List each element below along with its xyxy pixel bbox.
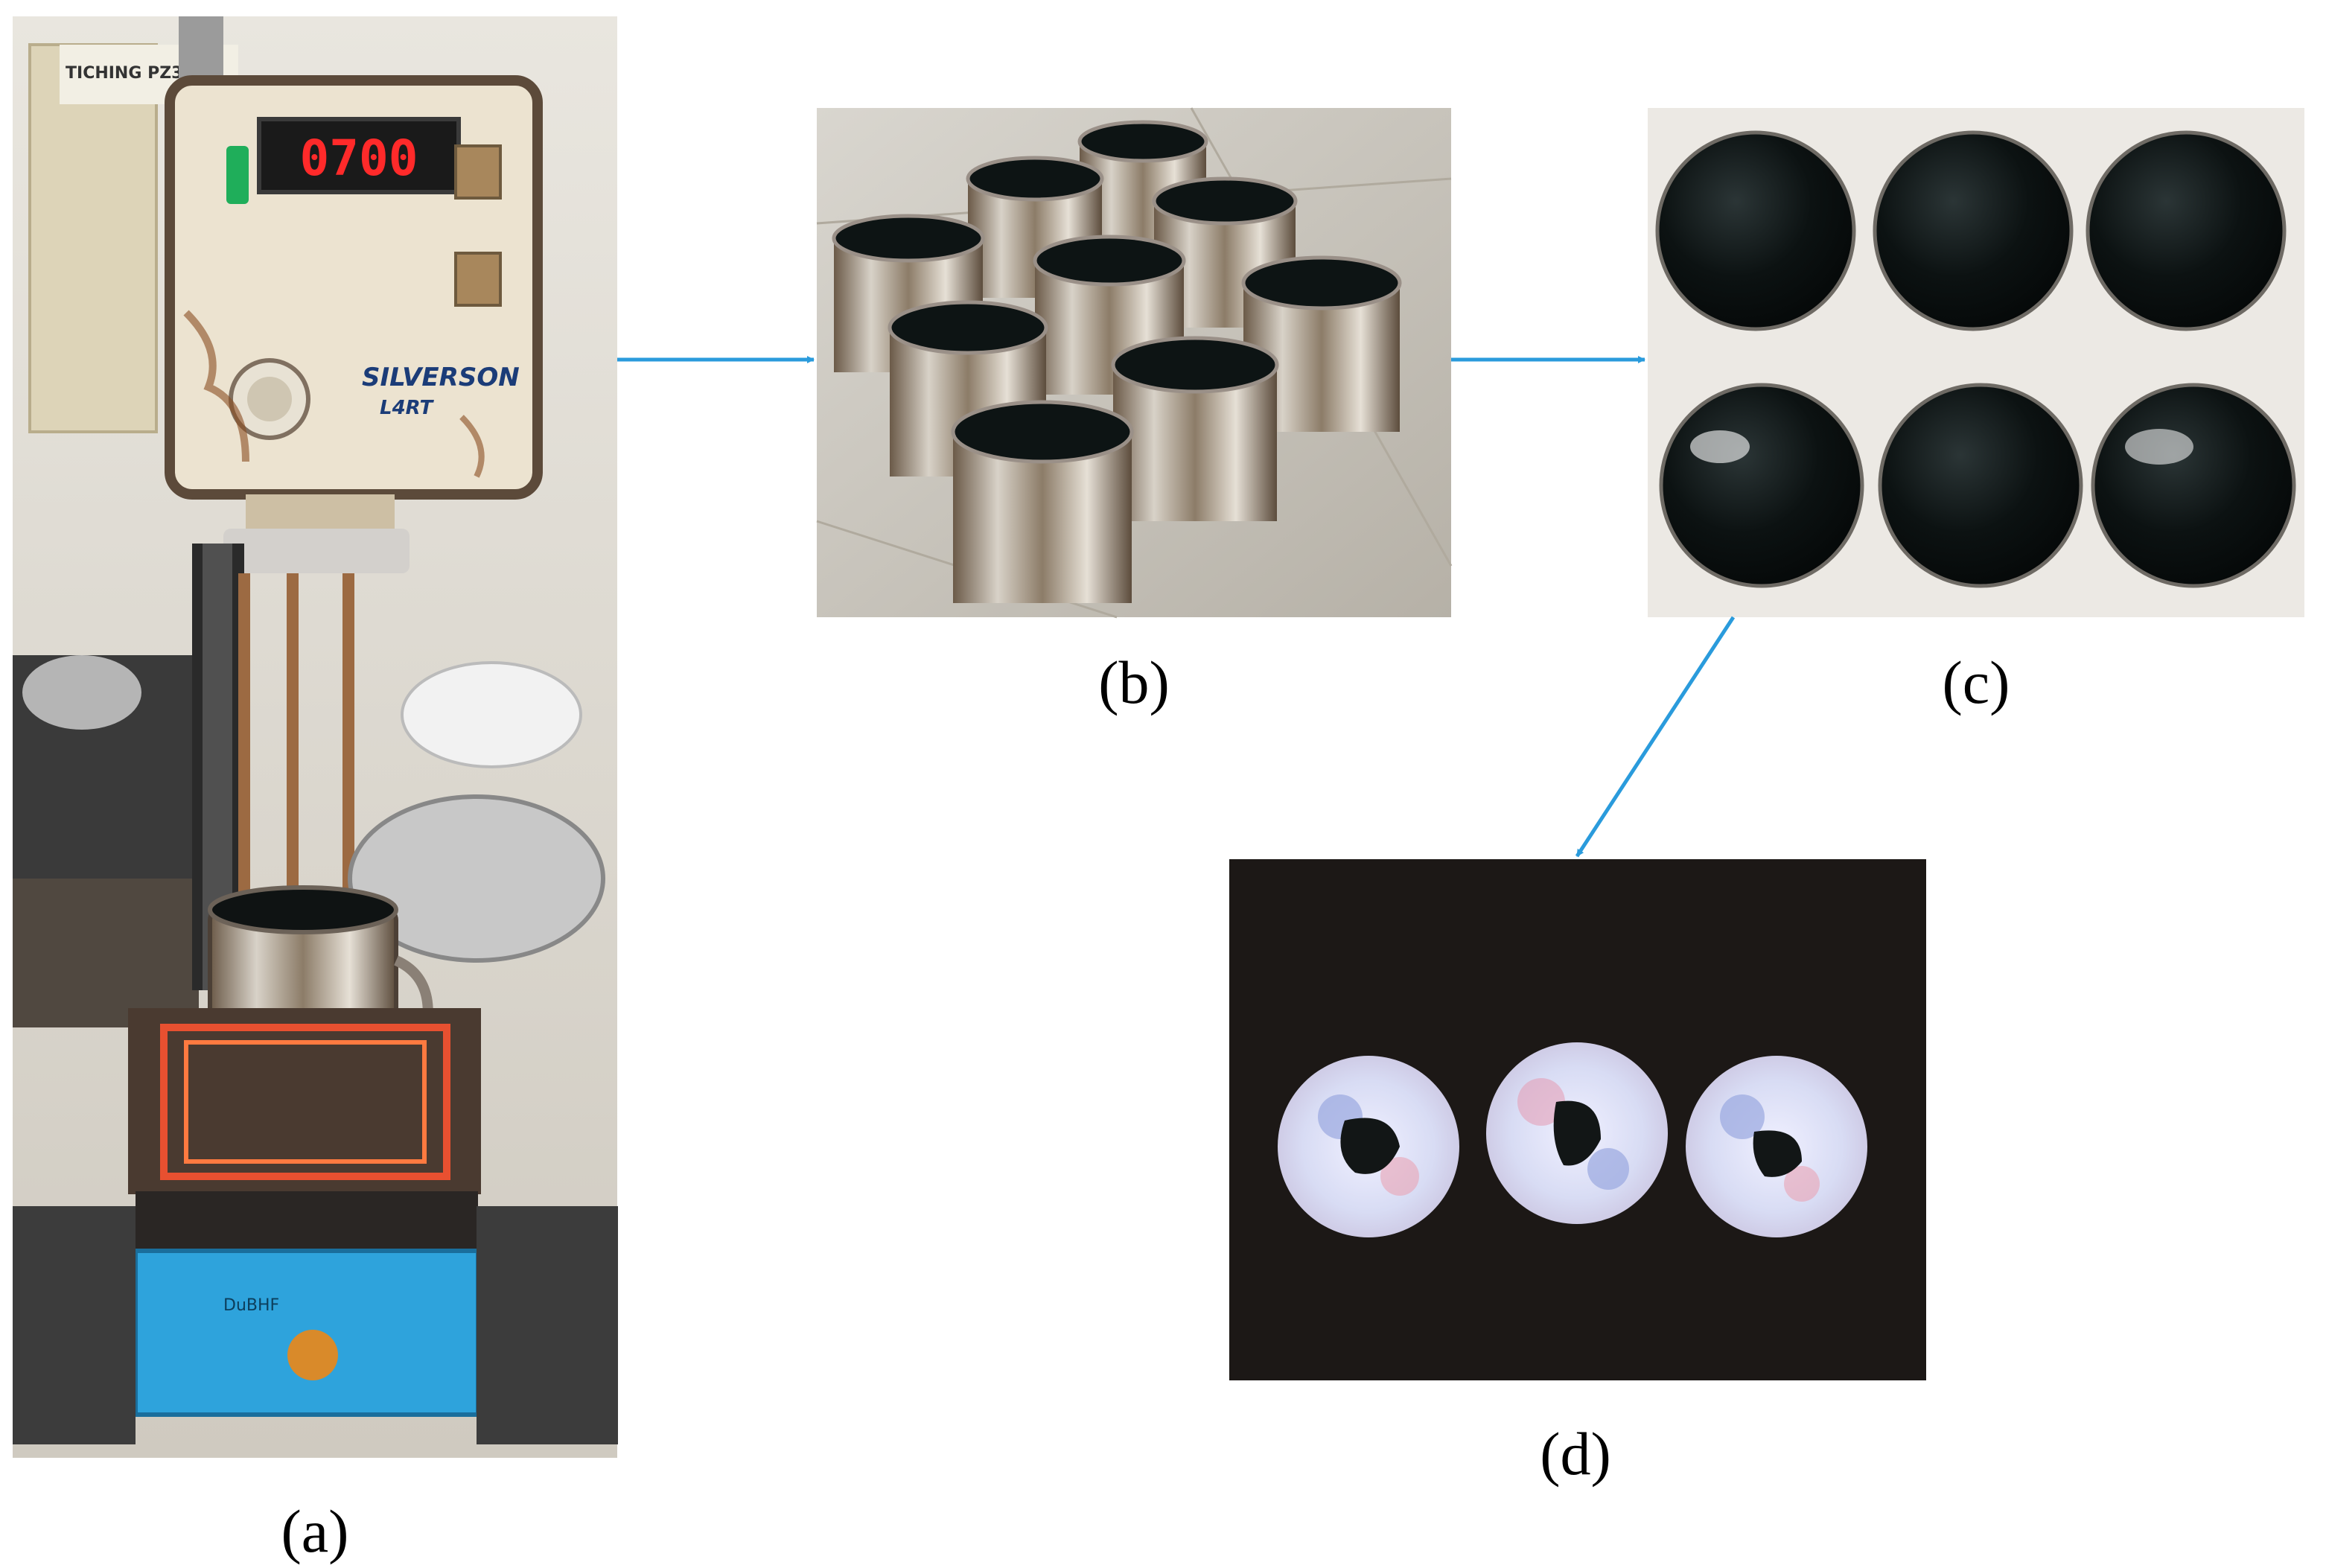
caption-d: (d) xyxy=(1540,1420,1611,1488)
rpm-display: 0700 xyxy=(300,130,418,187)
bitumen-sample-disc xyxy=(2086,130,2287,331)
bitumen-sample-disc xyxy=(2091,383,2296,588)
sample-cup xyxy=(951,400,1134,603)
model-logo-text: L4RT xyxy=(380,397,435,419)
sample-plate xyxy=(1686,1056,1867,1237)
caption-a: (a) xyxy=(281,1497,348,1565)
arrow-c-to-d xyxy=(1575,616,1736,858)
caption-b: (b) xyxy=(1098,648,1170,716)
panel-b-photo xyxy=(816,107,1453,619)
heater-knob-icon xyxy=(287,1330,338,1380)
sample-cup xyxy=(1111,336,1279,521)
power-switch-icon xyxy=(226,146,249,204)
sample-plate xyxy=(1278,1056,1459,1237)
panel-d-photo xyxy=(1229,859,1926,1380)
button-icon xyxy=(454,252,502,307)
bitumen-sample-disc xyxy=(1659,383,1864,588)
panel-c-photo xyxy=(1648,108,2304,617)
sample-plate xyxy=(1486,1042,1668,1224)
bitumen-sample-disc xyxy=(1878,383,2083,588)
bitumen-sample-disc xyxy=(1873,130,2074,331)
label-plate-text: TICHING PZ30 xyxy=(66,64,194,83)
bitumen-sample-disc xyxy=(1655,130,1856,331)
brand-logo-text: SILVERSON xyxy=(362,363,520,392)
panel-a-photo: TICHING PZ30 0700 SILVERSON L4RT xyxy=(13,16,618,1458)
button-icon xyxy=(454,144,502,200)
caption-c: (c) xyxy=(1942,648,2010,716)
base-brand-text: DuBHF xyxy=(223,1296,279,1315)
